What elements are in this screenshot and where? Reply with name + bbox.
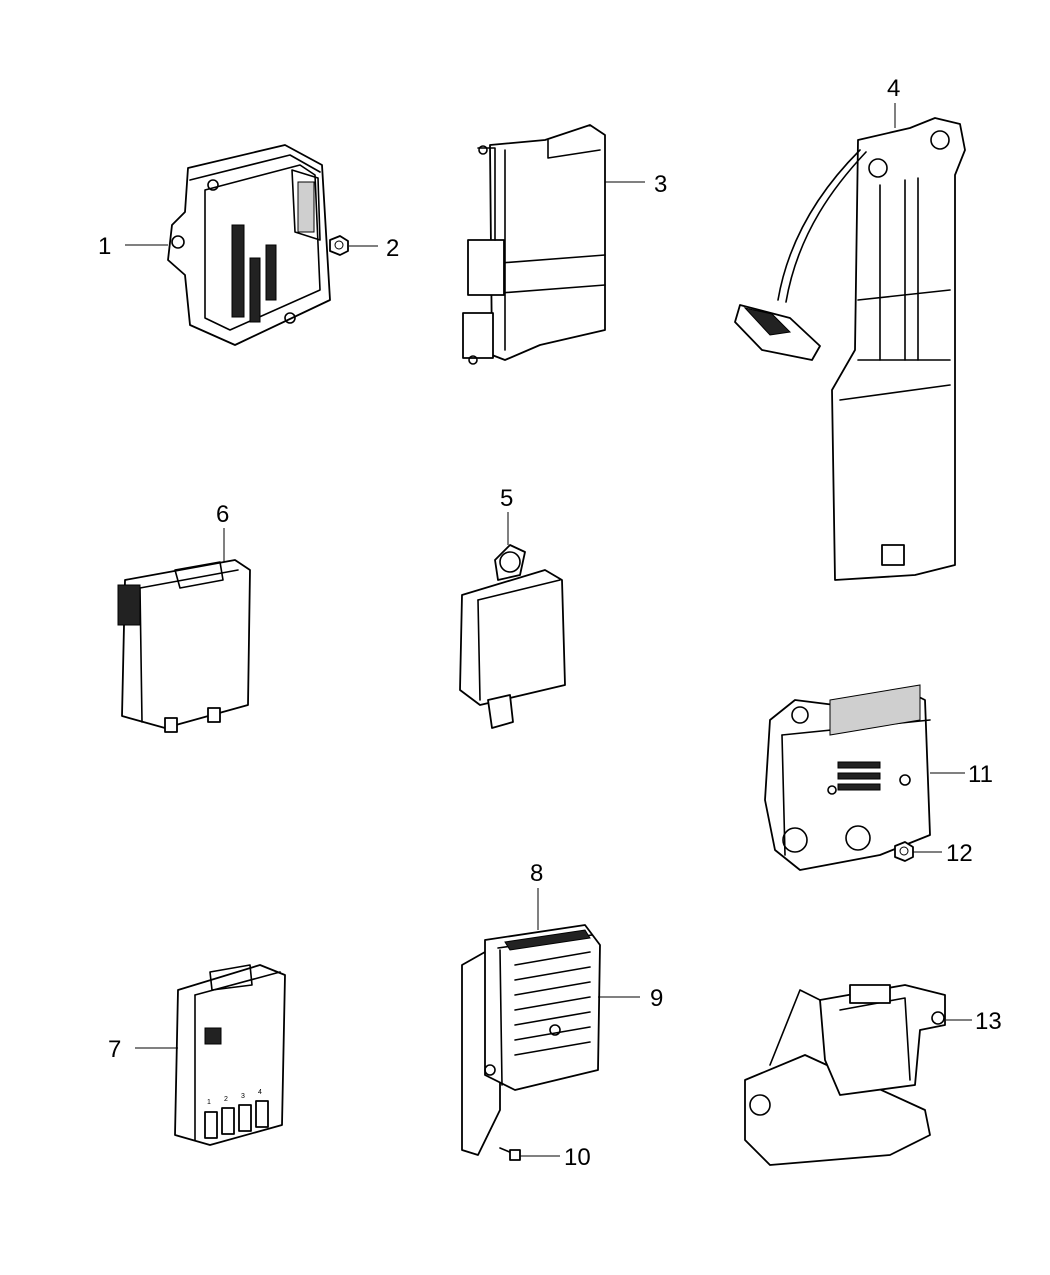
callout-11-label: 11 (968, 761, 993, 788)
callout-3-label: 3 (654, 171, 667, 198)
callout-10-label: 10 (564, 1144, 591, 1171)
part-6-control-module[interactable] (117, 559, 251, 733)
callout-7: 7 (108, 1036, 178, 1063)
callout-5: 5 (500, 485, 513, 545)
callout-9: 9 (598, 985, 663, 1012)
callout-9-label: 9 (650, 985, 663, 1012)
part-4-bracket-harness[interactable] (734, 117, 966, 581)
callout-1-label: 1 (98, 233, 111, 260)
callout-1: 1 (98, 233, 168, 260)
callout-4: 4 (887, 75, 900, 128)
callout-7-label: 7 (108, 1036, 121, 1063)
callout-11: 11 (930, 761, 993, 788)
pin-label: 4 (258, 1089, 262, 1096)
callout-13-label: 13 (975, 1008, 1002, 1035)
callout-2: 2 (349, 235, 399, 262)
part-8-9-finned-module[interactable] (461, 924, 601, 1156)
callout-8-label: 8 (530, 860, 543, 887)
callout-3: 3 (605, 171, 667, 198)
callout-12: 12 (913, 840, 973, 867)
callout-4-label: 4 (887, 75, 900, 102)
callout-8: 8 (530, 860, 543, 930)
part-7-module[interactable]: 1 2 3 4 (174, 964, 286, 1146)
callout-6: 6 (216, 501, 229, 562)
pin-label: 2 (224, 1096, 228, 1103)
pin-label: 3 (241, 1093, 245, 1100)
part-12-nut[interactable] (894, 841, 914, 862)
pin-label: 1 (207, 1099, 211, 1106)
callout-13: 13 (946, 1008, 1002, 1035)
part-3-slim-module[interactable] (462, 124, 606, 365)
part-2-nut[interactable] (329, 235, 349, 256)
callout-10: 10 (520, 1144, 591, 1171)
callout-6-label: 6 (216, 501, 229, 528)
callout-5-label: 5 (500, 485, 513, 512)
part-1-control-module[interactable] (167, 144, 331, 346)
part-11-module[interactable] (764, 684, 931, 871)
callout-2-label: 2 (386, 235, 399, 262)
part-10-bolt[interactable] (499, 1147, 521, 1161)
part-13-bracket-module[interactable] (744, 984, 946, 1166)
part-5-small-module[interactable] (459, 544, 566, 729)
callout-12-label: 12 (946, 840, 973, 867)
